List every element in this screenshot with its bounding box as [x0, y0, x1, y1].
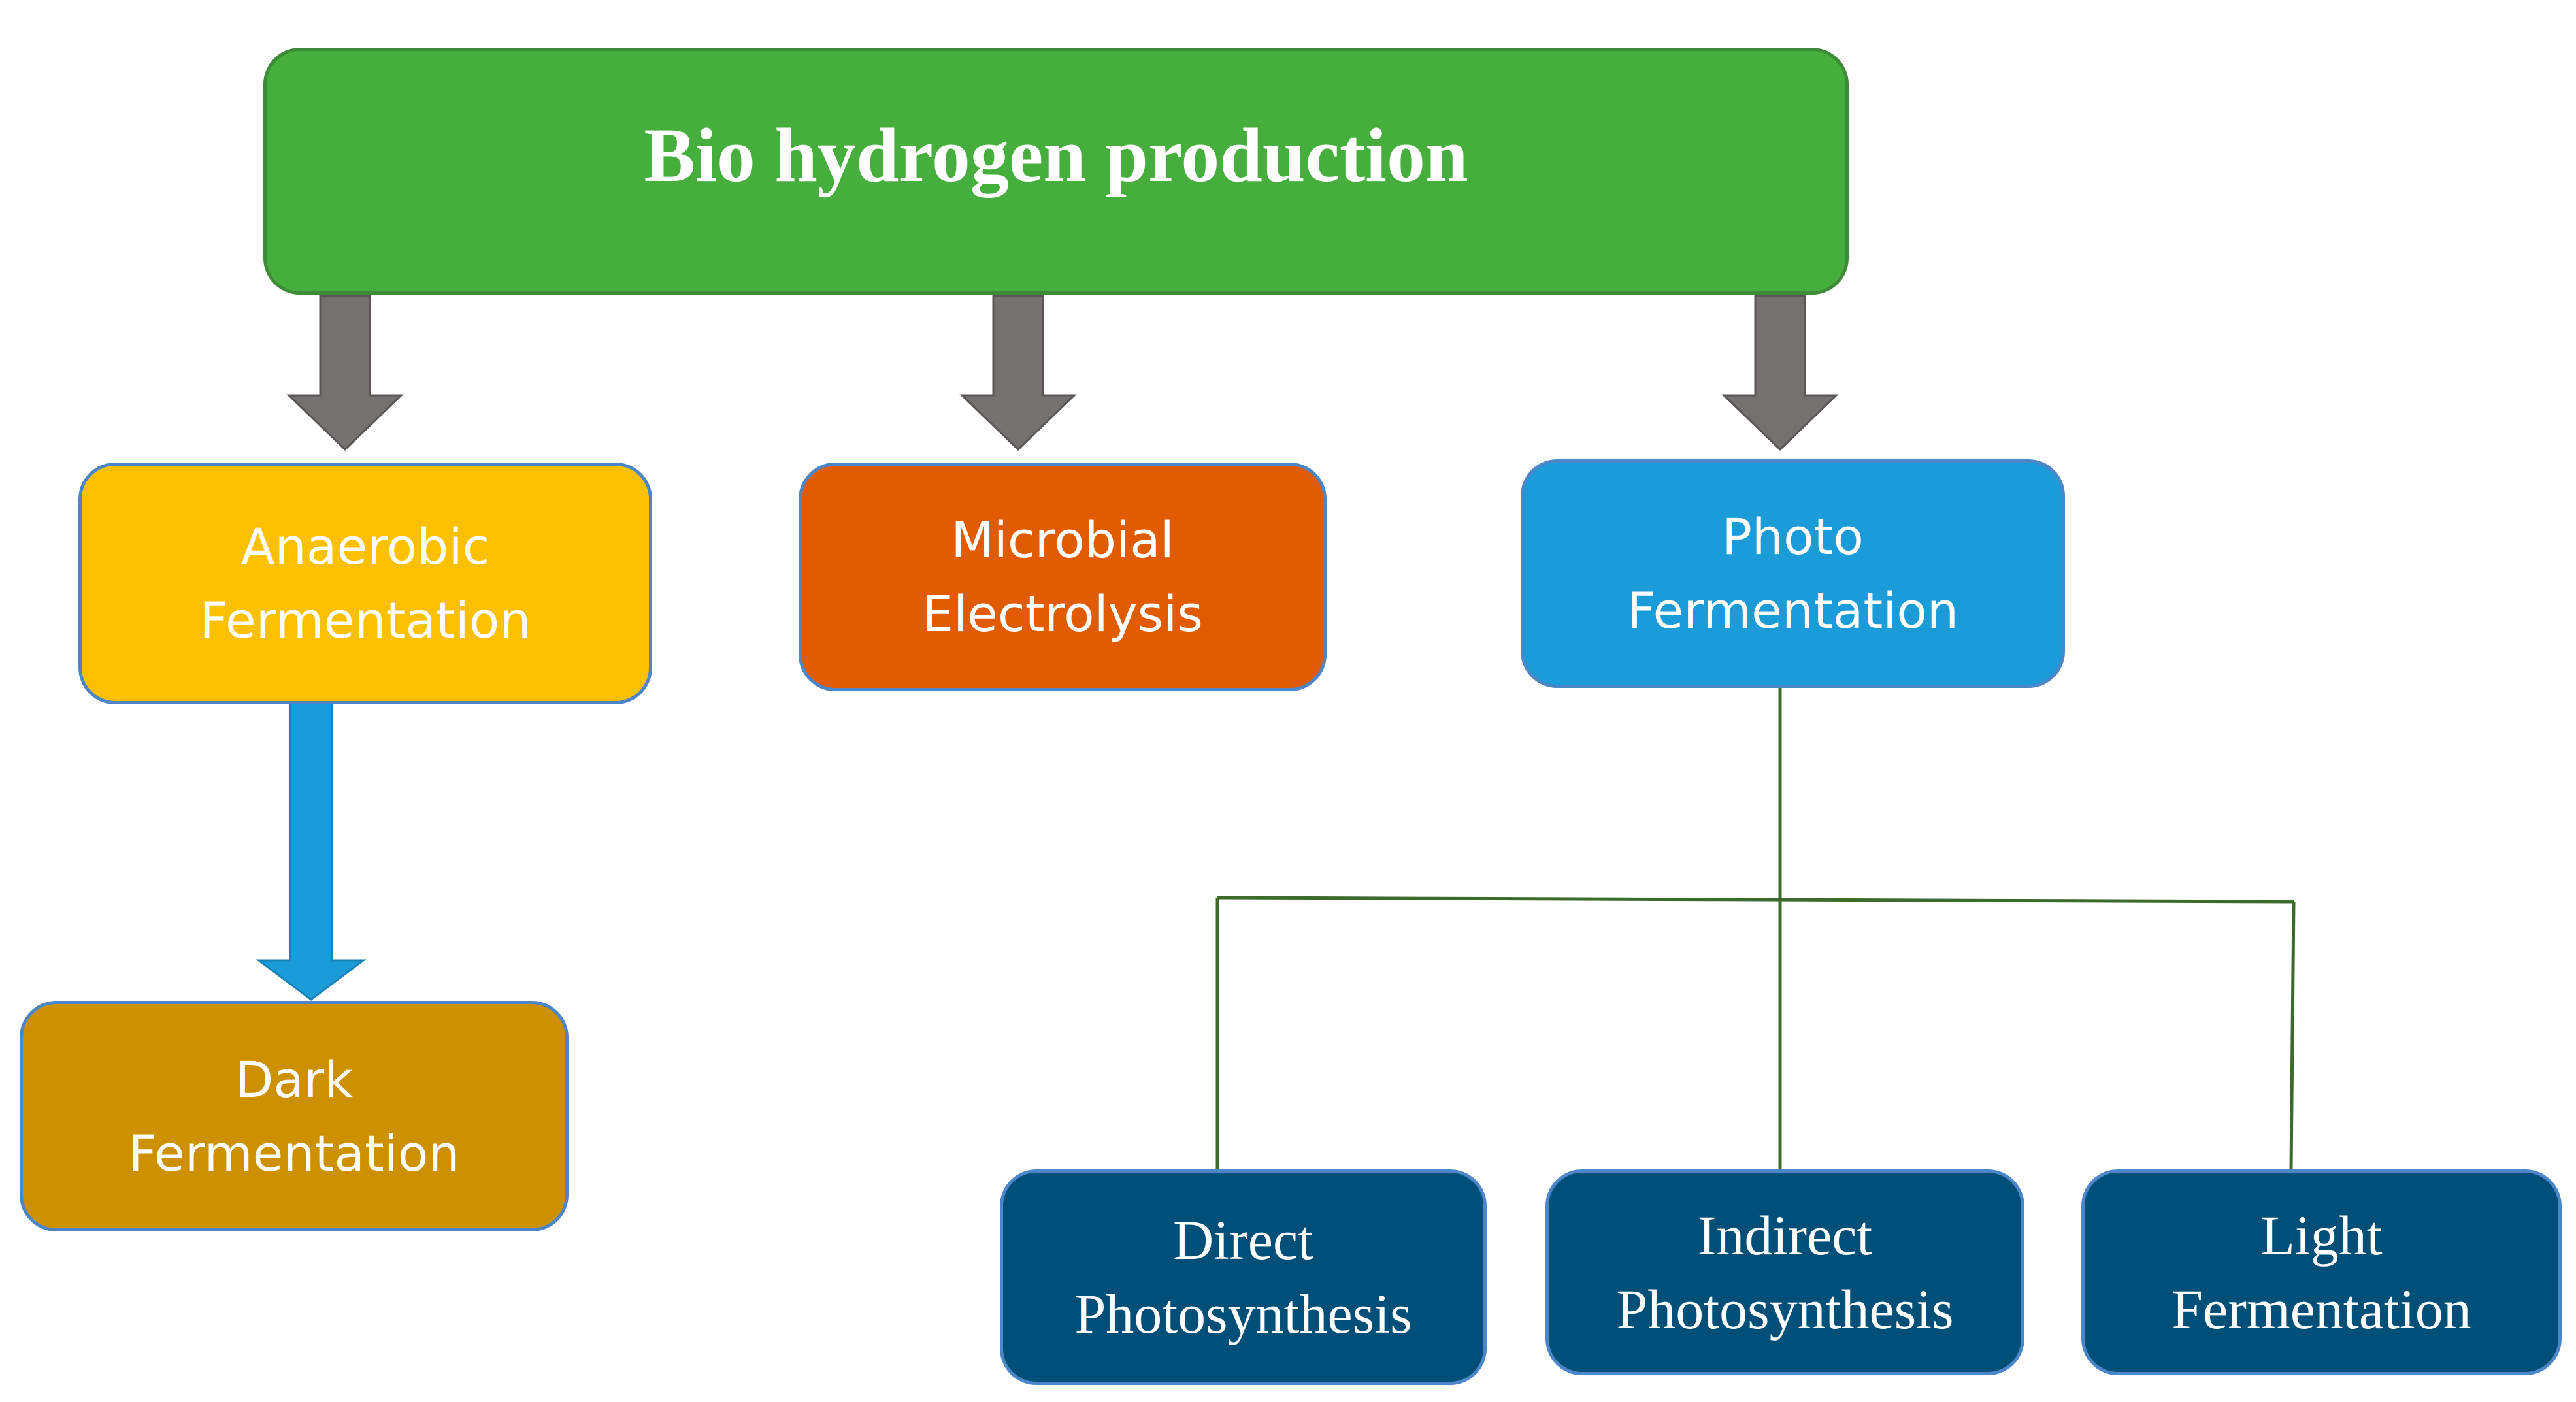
light-line-2: Fermentation	[2171, 1277, 2471, 1341]
direct-line-2: Photosynthesis	[1074, 1282, 1412, 1345]
microbial-line-2: Electrolysis	[922, 585, 1203, 643]
anaerobic-fermentation-box: Anaerobic Fermentation	[78, 463, 652, 704]
arrow-to-dark-fermentation	[256, 700, 367, 1001]
arrow-to-microbial	[959, 295, 1077, 451]
dark-line-1: Dark	[235, 1050, 354, 1109]
light-fermentation-box: Light Fermentation	[2081, 1169, 2562, 1375]
light-line-1: Light	[2260, 1203, 2383, 1267]
root-box: Bio hydrogen production	[263, 48, 1849, 295]
direct-line-1: Direct	[1173, 1209, 1313, 1271]
photo-fermentation-box: Photo Fermentation	[1521, 459, 2065, 688]
dark-fermentation-box: Dark Fermentation	[20, 1001, 569, 1231]
arrow-to-anaerobic	[286, 295, 404, 451]
indirect-line-2: Photosynthesis	[1616, 1277, 1954, 1341]
microbial-line-1: Microbial	[951, 511, 1174, 569]
anaerobic-line-2: Fermentation	[199, 591, 531, 649]
arrow-to-photo	[1721, 295, 1839, 451]
indirect-photosynthesis-box: Indirect Photosynthesis	[1545, 1169, 2024, 1375]
dark-line-2: Fermentation	[128, 1124, 460, 1182]
indirect-line-1: Indirect	[1697, 1203, 1873, 1267]
photo-line-1: Photo	[1722, 508, 1864, 566]
microbial-electrolysis-box: Microbial Electrolysis	[799, 463, 1327, 691]
photo-branch-bar	[1217, 896, 2294, 904]
direct-photosynthesis-box: Direct Photosynthesis	[1000, 1169, 1487, 1385]
root-title: Bio hydrogen production	[644, 112, 1468, 198]
branch-to-light	[2289, 901, 2296, 1170]
anaerobic-line-1: Anaerobic	[240, 517, 490, 576]
photo-line-2: Fermentation	[1627, 581, 1959, 640]
